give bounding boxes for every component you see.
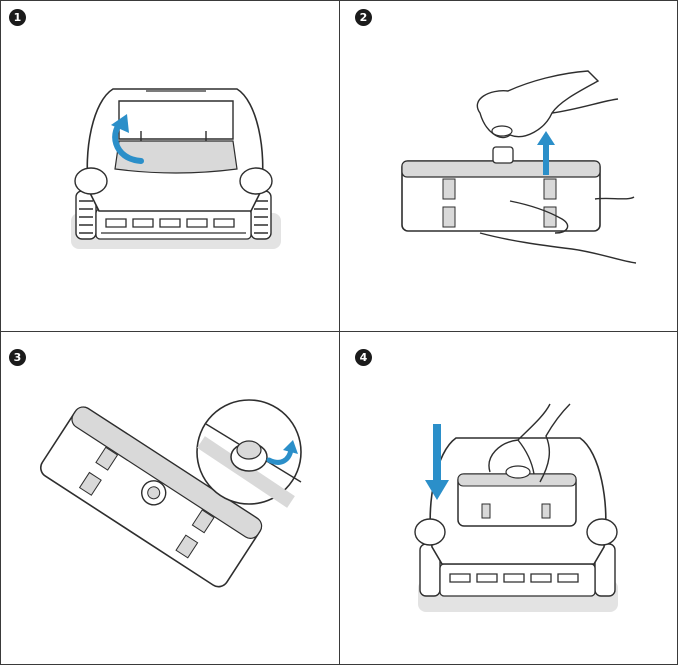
step-3-panel: 3 [1, 332, 338, 664]
straight-arrow-up-icon [537, 131, 555, 175]
robot-left-light [414, 518, 446, 546]
filter-basket-tilted [39, 406, 263, 588]
robot-brush [95, 208, 252, 240]
robot-brush [439, 563, 596, 597]
robot-right-light [586, 518, 618, 546]
step-3-illustration [39, 399, 302, 588]
curved-arrow-up-icon [111, 114, 144, 164]
step-1-illustration [71, 88, 281, 249]
hand [488, 403, 571, 483]
step-2-illustration [401, 70, 637, 264]
knob-cap [491, 125, 513, 137]
grid-divider-vertical [339, 1, 340, 664]
robot-tracks [75, 190, 272, 240]
filter-windows [442, 178, 557, 228]
step-2-badge: 2 [355, 9, 372, 26]
filter-windows [481, 503, 551, 519]
robot-right-light [239, 167, 273, 195]
zoom-detail [196, 399, 302, 508]
step-2-panel: 2 [340, 1, 677, 331]
step-4-illustration [414, 403, 618, 612]
filter-cavity [114, 140, 238, 174]
step-1-badge: 1 [9, 9, 26, 26]
hand-upper [476, 70, 600, 139]
filter-knob [492, 146, 514, 164]
hand-lower [479, 200, 637, 264]
lid-hinges [140, 131, 207, 141]
robot-lid [118, 100, 234, 140]
curved-arrow-rotate-icon [266, 440, 298, 465]
robot-tracks [419, 543, 616, 597]
straight-arrow-down-icon [425, 424, 449, 500]
step-4-panel: 4 [340, 332, 677, 664]
step-4-badge: 4 [355, 349, 372, 366]
grid-divider-horizontal [1, 331, 677, 332]
knob [505, 465, 531, 479]
robot-left-light [74, 167, 108, 195]
step-1-panel: 1 [1, 1, 338, 331]
step-3-badge: 3 [9, 349, 26, 366]
